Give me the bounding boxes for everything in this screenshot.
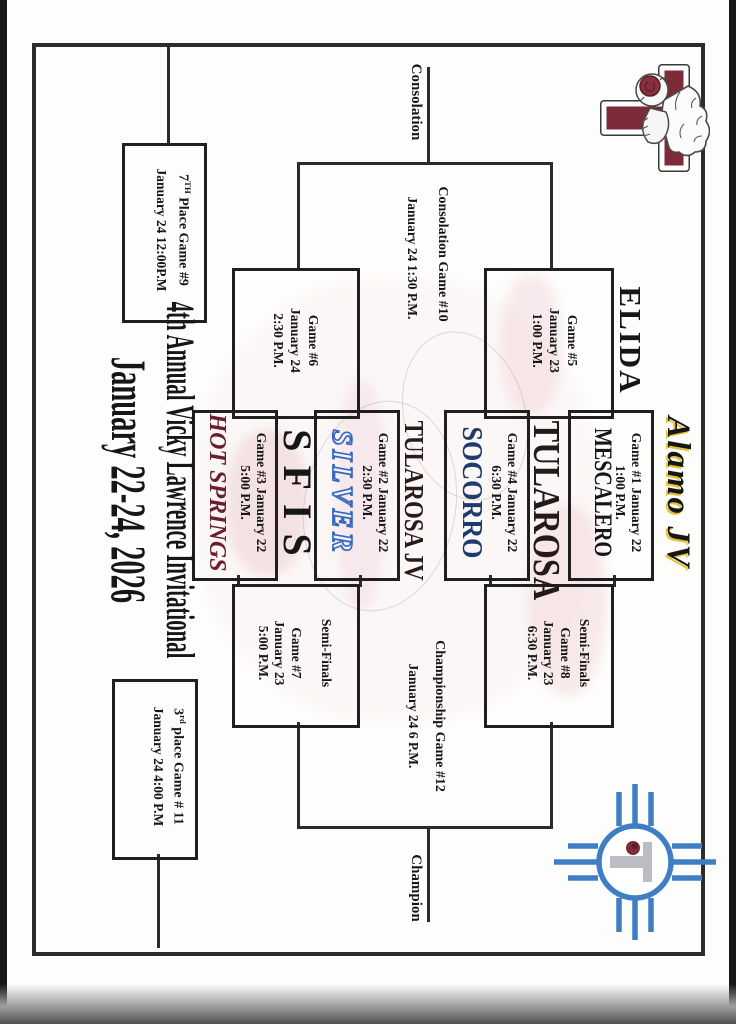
line-game6-winner xyxy=(297,163,300,268)
game2-info-line: Game #2 January 22 xyxy=(376,432,391,553)
game6-name: Game #6 xyxy=(306,314,321,367)
game6-info: Game #6 January 24 2:30 P.M. xyxy=(270,268,323,413)
game1-time: 1:00 P.M. xyxy=(613,465,628,520)
team-label-alamo-jv: Alamo JV xyxy=(660,416,696,569)
game11-rest: place Game # 11 xyxy=(170,723,186,825)
team-label-tularosa: TULAROSA xyxy=(525,420,567,601)
title-line1: 4th Annual Vicky Lawrence Invitational xyxy=(158,301,203,659)
game8-name: Game #8 xyxy=(558,627,573,679)
label-consolation: Consolation xyxy=(408,63,424,141)
game11-label: 3rd place Game # 11 xyxy=(169,682,188,851)
game11-ordinal: rd xyxy=(178,715,188,724)
game11-time: January 24 4:00 P.M xyxy=(151,706,166,827)
game4-time: 6:30 P.M. xyxy=(489,465,504,520)
line-champion xyxy=(427,826,430,922)
game5-date: January 23 xyxy=(547,308,563,373)
game5-time: 1:00 P.M. xyxy=(530,313,545,368)
game9-label: 7TH Place Game #9 xyxy=(174,146,193,314)
game5-info: Game #5 January 23 1:00 P.M. xyxy=(529,268,582,413)
game9-ordinal: TH xyxy=(183,181,193,194)
game6-time: 2:30 P.M. xyxy=(271,313,286,368)
team-label-hot-springs: HOT SPRINGS xyxy=(204,413,230,572)
game10-label: Consolation Game #10 xyxy=(435,186,450,322)
team-label-socorro: SOCORRO xyxy=(456,426,488,559)
title-line2: January 22-24, 2026 xyxy=(101,356,157,604)
line-game7-winner xyxy=(297,722,300,829)
game1-info: Game #1 January 22 1:00 P.M. xyxy=(612,410,644,575)
game6-date: January 24 xyxy=(288,308,304,373)
game3-time: 5:00 P.M. xyxy=(238,465,253,520)
line-consolation-junction xyxy=(297,162,553,165)
zia-sun-icon xyxy=(554,784,716,940)
scan-edge-shadow xyxy=(0,984,736,1024)
game2-time: 2:30 P.M. xyxy=(360,465,375,520)
game7-time: 5:00 P.M. xyxy=(256,625,271,681)
game7-date: January 23 xyxy=(272,620,288,686)
game4-info: Game #4 January 22 6:30 P.M. xyxy=(488,410,520,575)
label-champion: Champion xyxy=(408,854,424,922)
line-game5-winner xyxy=(550,163,553,268)
game2-info: Game #2 January 22 2:30 P.M. xyxy=(359,410,391,575)
game10-time: January 24 1:30 P.M. xyxy=(405,196,420,320)
t-wildcat-rose-icon xyxy=(600,64,711,172)
scan-edge-top xyxy=(729,0,736,1024)
game8-date: January 23 xyxy=(541,620,557,686)
team-label-elida: ELIDA xyxy=(613,286,648,395)
game5-name: Game #5 xyxy=(565,314,580,367)
team-label-silver: SILVER xyxy=(325,429,359,557)
game7-name: Game #7 xyxy=(289,627,304,679)
school-logo-t-wildcat xyxy=(587,52,711,184)
line-championship-junction xyxy=(297,826,553,829)
game8-semifinals-label: Semi-Finals xyxy=(577,618,592,688)
team-label-tularosa-jv: TULAROSA JV xyxy=(399,420,429,581)
scan-edge-bottom xyxy=(0,0,7,1024)
line-3rd-place-feed xyxy=(157,854,160,948)
game3-info: Game #3 January 22 5:00 P.M. xyxy=(237,410,269,575)
game7-info: Game #7 January 23 5:00 P.M. xyxy=(255,584,304,722)
line-consolation-champion xyxy=(427,67,430,165)
game12-label: Championship Game #12 xyxy=(432,640,447,792)
zia-symbol-logo xyxy=(547,782,718,942)
game8-time: 6:30 P.M. xyxy=(525,625,540,681)
game9-rest: Place Game #9 xyxy=(175,193,191,286)
game7-semifinals-label: Semi-Finals xyxy=(319,618,334,688)
game12-time: January 24 6 P.M. xyxy=(406,663,421,769)
line-7th-place-feed xyxy=(167,43,170,143)
game1-info-line: Game #1 January 22 xyxy=(629,432,644,553)
game8-info: Game #8 January 23 6:30 P.M. xyxy=(524,584,573,722)
team-label-sfis: SFIS xyxy=(275,429,320,570)
game4-info-line: Game #4 January 22 xyxy=(505,432,520,553)
game3-info-line: Game #3 January 22 xyxy=(254,432,269,553)
